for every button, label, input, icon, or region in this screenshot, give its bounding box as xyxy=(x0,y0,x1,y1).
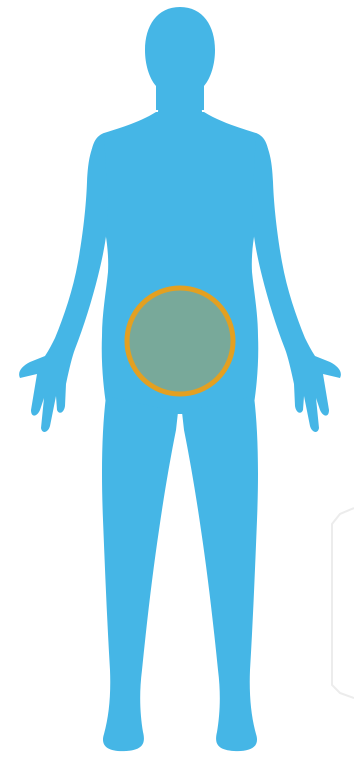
side-panel-edge xyxy=(332,508,354,698)
left-arm xyxy=(19,133,108,432)
left-leg xyxy=(102,396,178,751)
lower-abdomen-highlight[interactable] xyxy=(127,288,233,394)
right-arm xyxy=(252,133,341,432)
right-leg xyxy=(182,396,258,751)
head xyxy=(145,7,215,110)
